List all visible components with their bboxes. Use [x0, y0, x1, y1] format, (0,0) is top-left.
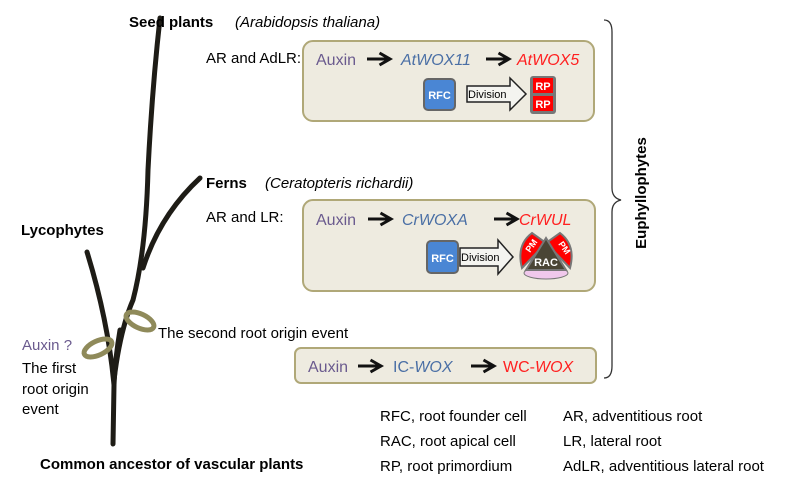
- fern-gene2: CrWUL: [519, 212, 571, 229]
- fern-auxin: Auxin: [316, 212, 356, 229]
- common-gene2: WC-WOX: [503, 359, 575, 376]
- legend-item: RP, root primordium: [380, 458, 512, 475]
- legend-item: RAC, root apical cell: [380, 433, 516, 450]
- legend-item: RFC, root founder cell: [380, 408, 527, 425]
- rp-label: RP: [535, 81, 550, 93]
- lycophyte-branch: [84, 249, 117, 388]
- legend-item: LR, lateral root: [563, 433, 662, 450]
- division-label: Division: [468, 89, 507, 101]
- common-pathway-box: [294, 347, 597, 384]
- fern-branch: [140, 175, 203, 271]
- euphyllophytes-bracket: [603, 19, 622, 379]
- seed-gene1: AtWOX11: [400, 52, 471, 69]
- seed-plants-label: Seed plants: [129, 14, 213, 31]
- first-origin-ring: [81, 336, 115, 360]
- seed-plant-branch: [111, 15, 163, 383]
- rfc-label: RFC: [431, 253, 454, 265]
- first-event-line2: root origin: [22, 381, 89, 398]
- seed-gene2: AtWOX5: [516, 52, 579, 69]
- abbreviation-legend: RFC, root founder cell AR, adventitious …: [380, 408, 765, 475]
- rp-label: RP: [535, 99, 550, 111]
- fern-species-label: (Ceratopteris richardii): [265, 175, 413, 192]
- first-event-line1: The first: [22, 360, 77, 377]
- common-auxin: Auxin: [308, 359, 348, 376]
- second-event-label: The second root origin event: [158, 325, 349, 342]
- division-arrow-icon: [459, 238, 515, 276]
- rfc-cell-icon: [423, 78, 456, 111]
- lycophytes-label: Lycophytes: [21, 222, 104, 239]
- root-apical-cell-icon: [519, 231, 573, 280]
- rfc-label: RFC: [428, 90, 451, 102]
- phylogeny-tree: [84, 15, 203, 447]
- division-label: Division: [461, 252, 500, 264]
- ancestor-label: Common ancestor of vascular plants: [40, 456, 303, 473]
- fern-gene1: CrWOXA: [402, 212, 468, 229]
- rfc-cell-icon: [426, 240, 459, 274]
- seed-auxin: Auxin: [316, 52, 356, 69]
- rp-cell-icon: [533, 78, 553, 93]
- euphyllophytes-label: Euphyllophytes: [633, 137, 650, 249]
- legend-item: AdLR, adventitious lateral root: [563, 458, 765, 475]
- auxin-question-label: Auxin ?: [22, 337, 72, 354]
- division-arrow-icon: [466, 76, 528, 112]
- legend-item: AR, adventitious root: [563, 408, 703, 425]
- common-gene1: IC-WOX: [393, 359, 454, 376]
- ferns-label: Ferns: [206, 175, 247, 192]
- fern-prefix: AR and LR:: [206, 209, 284, 226]
- rac-label: RAC: [534, 257, 558, 269]
- first-event-line3: event: [22, 401, 60, 418]
- rp-cell-icon: [533, 96, 553, 111]
- seed-species-label: (Arabidopsis thaliana): [235, 14, 380, 31]
- second-origin-ring: [123, 309, 157, 333]
- seed-prefix: AR and AdLR:: [206, 50, 301, 67]
